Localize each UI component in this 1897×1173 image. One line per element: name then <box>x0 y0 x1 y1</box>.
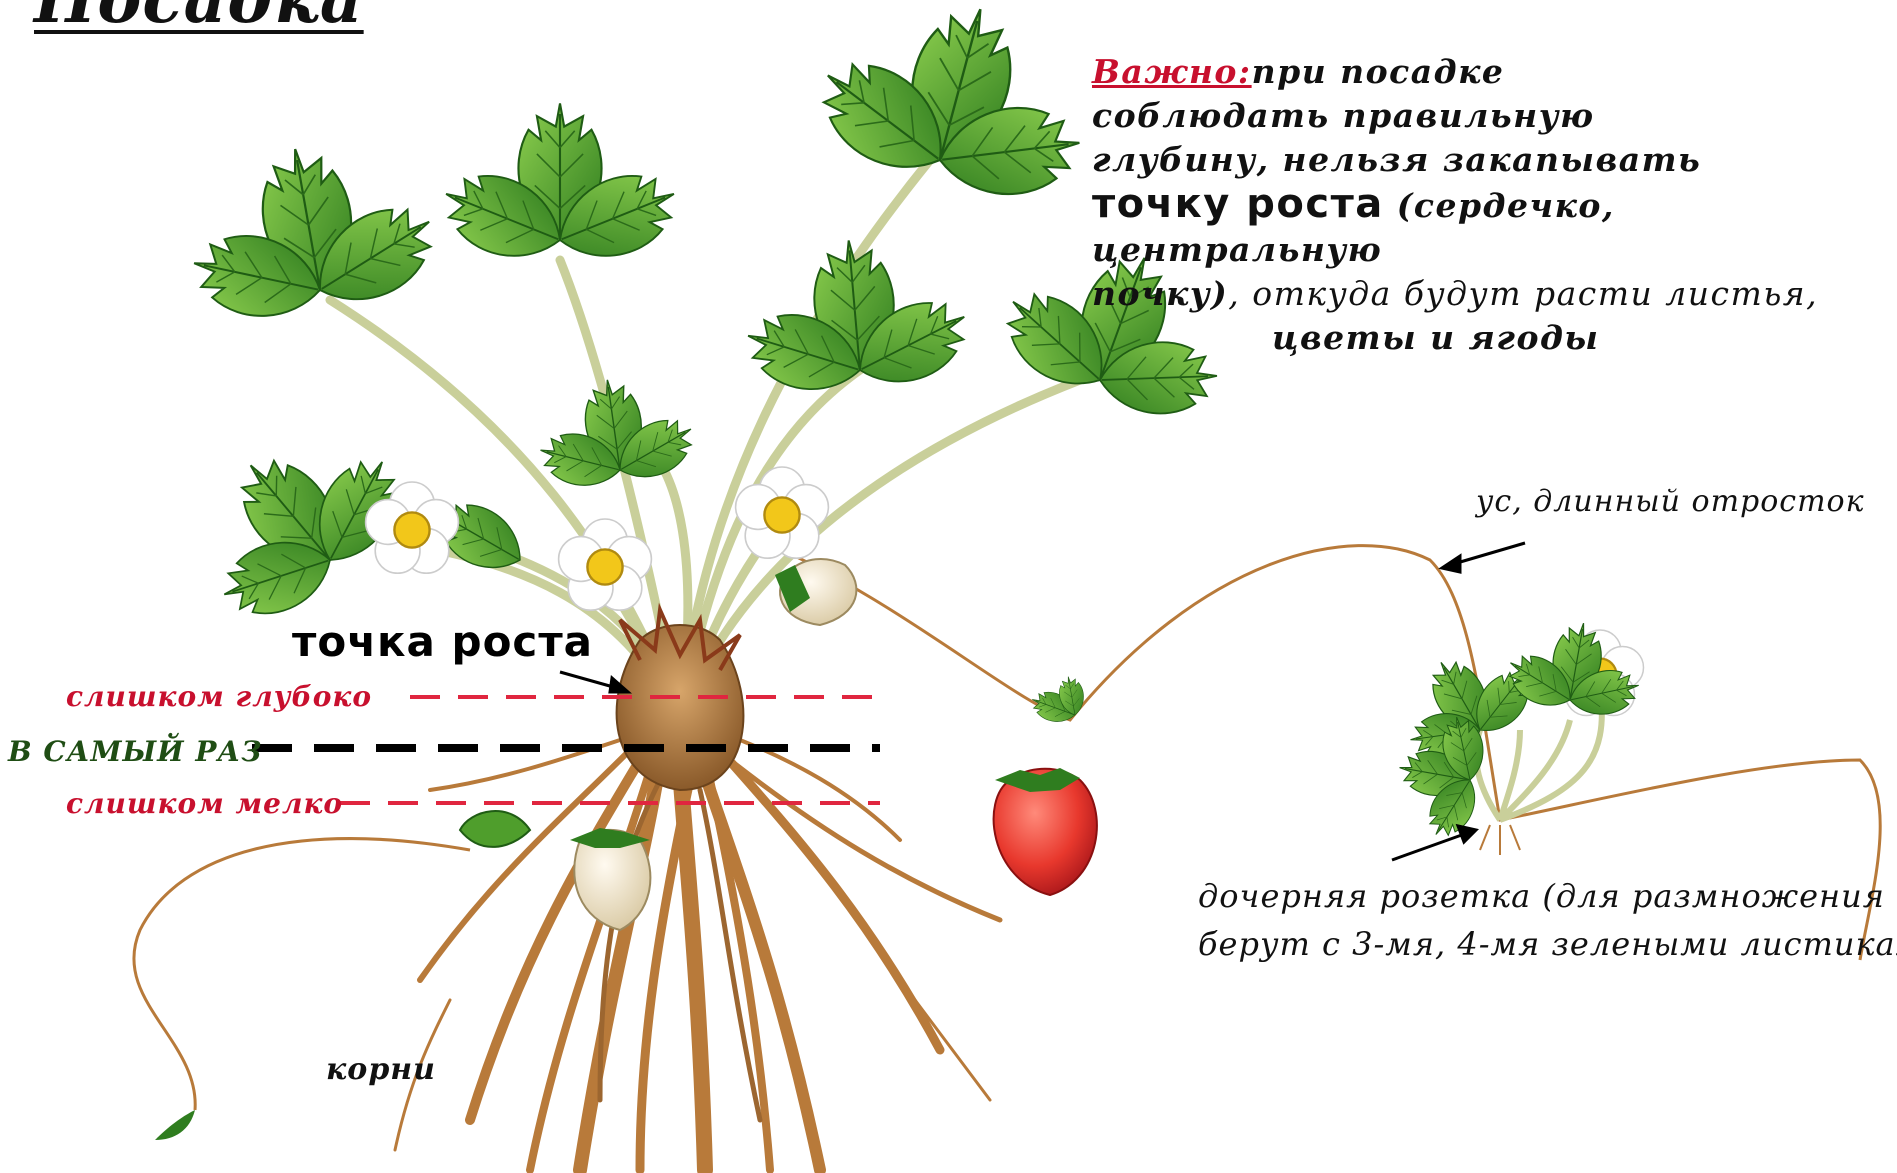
just-right-label: В САМЫЙ РАЗ <box>8 735 262 768</box>
note-line6: цветы и ягоды <box>1092 316 1892 360</box>
note-line1: при посадке <box>1252 52 1505 91</box>
note-important: Важно: <box>1092 52 1252 91</box>
roots-label: корни <box>326 1052 436 1087</box>
daughter-line1: дочерняя розетка (для размножения <box>1198 877 1885 915</box>
too-deep-label: слишком глубоко <box>66 680 372 713</box>
daughter-line2: берут с 3-мя, 4-мя зелеными листиками) <box>1198 925 1897 963</box>
note-line5b: , откуда будут расти листья, <box>1228 274 1818 313</box>
important-note: Важно:при посадке соблюдать правильную г… <box>1092 50 1892 360</box>
note-line2: соблюдать правильную <box>1092 96 1595 135</box>
daughter-rosette-label: дочерняя розетка (для размножения берут … <box>1198 872 1897 968</box>
note-line3: глубину, нельзя закапывать <box>1092 140 1701 179</box>
small-leaf <box>460 811 530 847</box>
too-shallow-label: слишком мелко <box>66 787 343 820</box>
left-runner-leaf <box>155 1110 195 1140</box>
note-growth-point: точку роста <box>1092 181 1384 227</box>
note-line5a: почку) <box>1092 274 1228 313</box>
page-title: Посадка <box>34 0 364 38</box>
runner-label: ус, длинный отросток <box>1476 484 1865 519</box>
growth-point-label: точка роста <box>292 617 593 666</box>
